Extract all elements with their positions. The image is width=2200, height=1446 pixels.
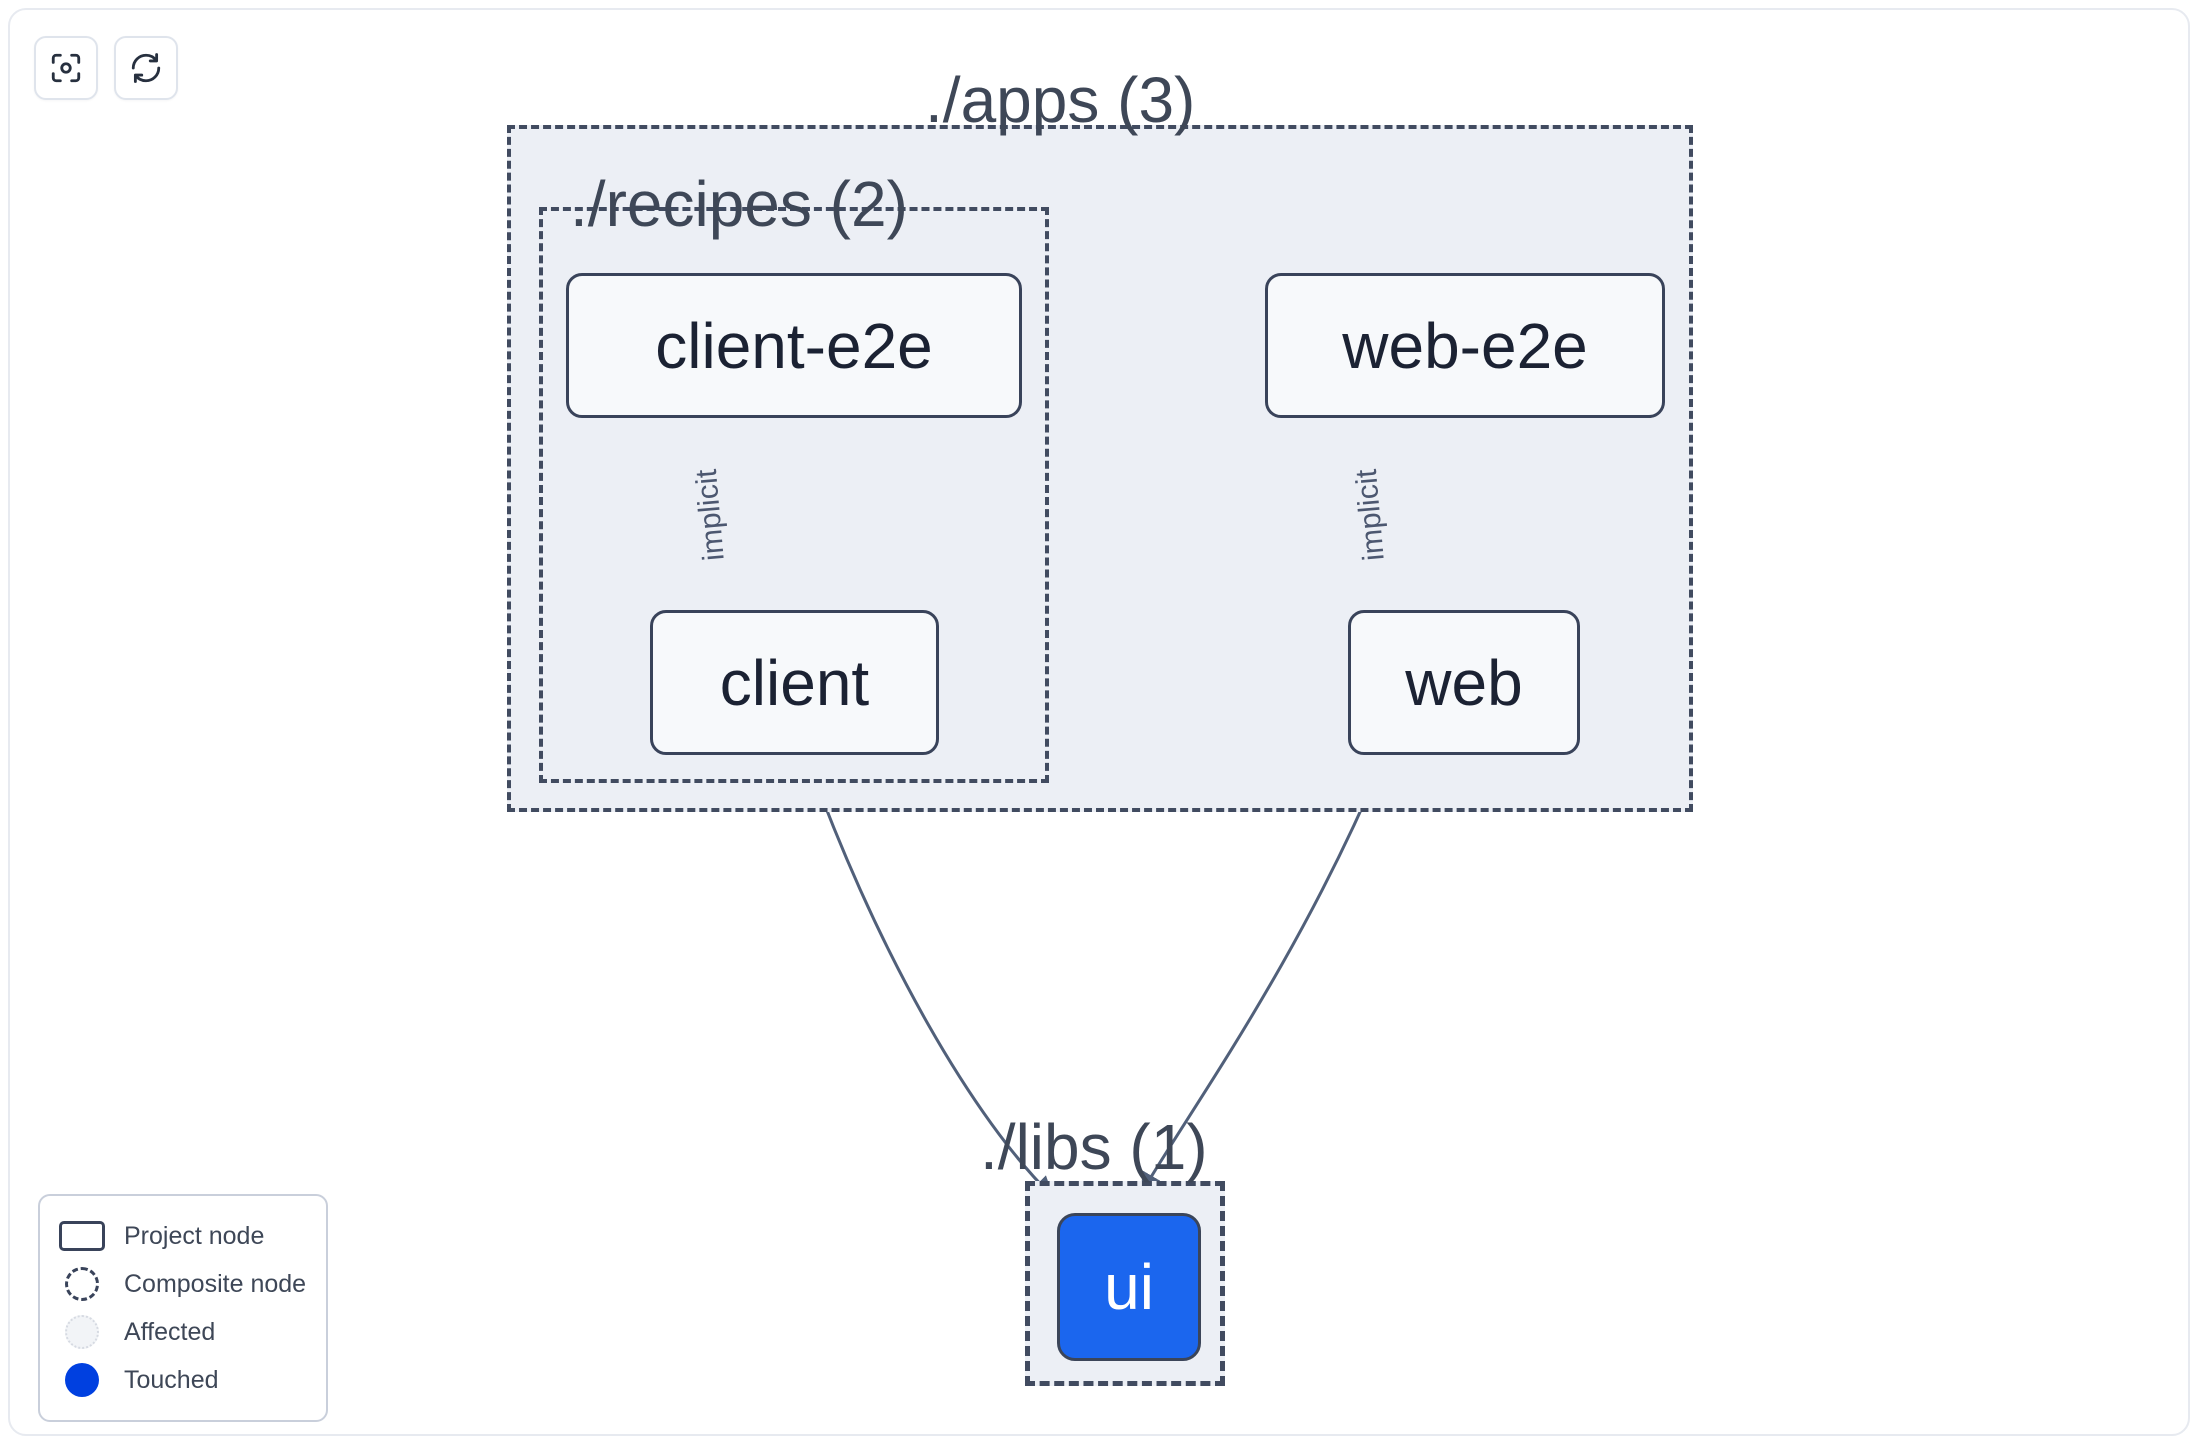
node-web[interactable]: web xyxy=(1348,610,1580,755)
focus-icon xyxy=(49,51,83,85)
legend-label: Touched xyxy=(124,1365,219,1394)
container-label-apps: ./apps (3) xyxy=(925,64,1196,136)
project-node-swatch xyxy=(58,1218,106,1254)
node-label: client xyxy=(719,646,870,719)
node-label: ui xyxy=(1104,1251,1154,1323)
node-label: web-e2e xyxy=(1342,309,1588,382)
node-label: web xyxy=(1405,646,1523,719)
container-label-libs: ./libs (1) xyxy=(980,1111,1208,1183)
touched-swatch xyxy=(58,1362,106,1398)
node-label: client-e2e xyxy=(655,309,933,382)
edge-web-to-ui xyxy=(1140,754,1387,1194)
legend-label: Affected xyxy=(124,1317,216,1346)
refresh-icon xyxy=(129,51,163,85)
legend-item-composite-node: Composite node xyxy=(58,1260,308,1308)
legend-label: Project node xyxy=(124,1221,265,1250)
legend-item-affected: Affected xyxy=(58,1308,308,1356)
focus-graph-button[interactable] xyxy=(34,36,98,100)
node-ui[interactable]: ui xyxy=(1057,1213,1201,1361)
legend-item-touched: Touched xyxy=(58,1356,308,1404)
edge-label-web-e2e-implicit: implicit xyxy=(1349,467,1391,563)
composite-node-swatch xyxy=(58,1266,106,1302)
refresh-graph-button[interactable] xyxy=(114,36,178,100)
node-web-e2e[interactable]: web-e2e xyxy=(1265,273,1665,418)
legend-item-project-node: Project node xyxy=(58,1212,308,1260)
node-client-e2e[interactable]: client-e2e xyxy=(566,273,1022,418)
legend-label: Composite node xyxy=(124,1269,307,1298)
edge-label-client-e2e-implicit: implicit xyxy=(689,467,731,563)
affected-swatch xyxy=(58,1314,106,1350)
node-client[interactable]: client xyxy=(650,610,939,755)
graph-legend: Project node Composite node Affected Tou… xyxy=(38,1194,328,1422)
graph-toolbar xyxy=(34,36,178,100)
container-label-recipes: ./recipes (2) xyxy=(570,168,908,240)
edge-client-to-ui xyxy=(804,754,1054,1198)
